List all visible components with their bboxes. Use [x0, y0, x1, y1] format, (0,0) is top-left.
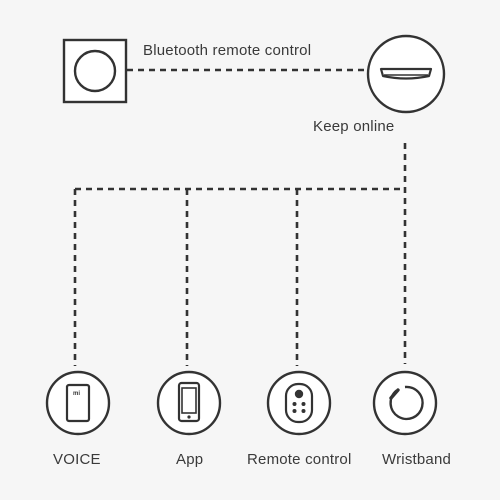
keep-online-label: Keep online	[313, 118, 395, 135]
app-label: App	[176, 451, 204, 468]
remote-control-label: Remote control	[247, 451, 352, 468]
wristband-icon	[372, 370, 438, 436]
remote-icon	[266, 370, 332, 436]
bluetooth-remote-label: Bluetooth remote control	[143, 42, 312, 59]
ceiling-lamp-icon	[366, 34, 446, 114]
xiaomi-speaker-icon: mi	[45, 370, 111, 436]
svg-text:mi: mi	[73, 391, 80, 397]
wall-switch-icon	[62, 38, 128, 104]
wristband-label: Wristband	[382, 451, 452, 468]
voice-label: VOICE	[53, 451, 101, 468]
smartphone-icon	[156, 370, 222, 436]
